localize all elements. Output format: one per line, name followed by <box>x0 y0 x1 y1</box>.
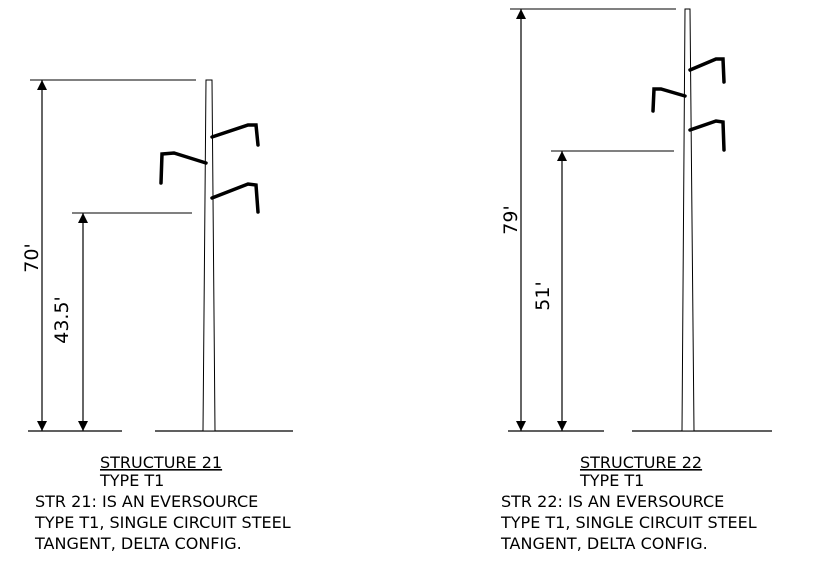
lower-right-arm <box>210 182 260 214</box>
structure-type: TYPE T1 <box>99 471 164 490</box>
lower-right-arm <box>688 119 726 152</box>
structure-title: STRUCTURE 21 <box>100 453 222 472</box>
structure-22: 79' 51' STRUCTURE 22 TYPE T1 STR 22: IS … <box>500 8 772 553</box>
note-line: TYPE T1, SINGLE CIRCUIT STEEL <box>34 513 291 532</box>
structure-21: 70' 43.5' STRUCTURE 21 TYPE T1 STR 21: I… <box>21 79 293 553</box>
pole <box>202 79 216 432</box>
note-line: TANGENT, DELTA CONFIG. <box>500 534 708 553</box>
structure-type: TYPE T1 <box>579 471 644 490</box>
note-line: TANGENT, DELTA CONFIG. <box>34 534 242 553</box>
note-line: STR 21: IS AN EVERSOURCE <box>35 492 258 511</box>
upper-right-arm <box>688 57 726 84</box>
overall-height-label: 70' <box>21 243 43 272</box>
upper-right-arm <box>210 123 260 147</box>
note-line: TYPE T1, SINGLE CIRCUIT STEEL <box>500 513 757 532</box>
left-arm <box>159 151 208 185</box>
crossarms <box>651 57 726 152</box>
crossarms <box>159 123 260 214</box>
overall-height-label: 79' <box>500 205 522 234</box>
structure-title: STRUCTURE 22 <box>580 453 702 472</box>
attach-height-label: 43.5' <box>51 296 73 344</box>
attach-height-label: 51' <box>532 281 554 310</box>
left-arm <box>651 87 687 113</box>
note-line: STR 22: IS AN EVERSOURCE <box>501 492 724 511</box>
pole <box>681 8 695 432</box>
